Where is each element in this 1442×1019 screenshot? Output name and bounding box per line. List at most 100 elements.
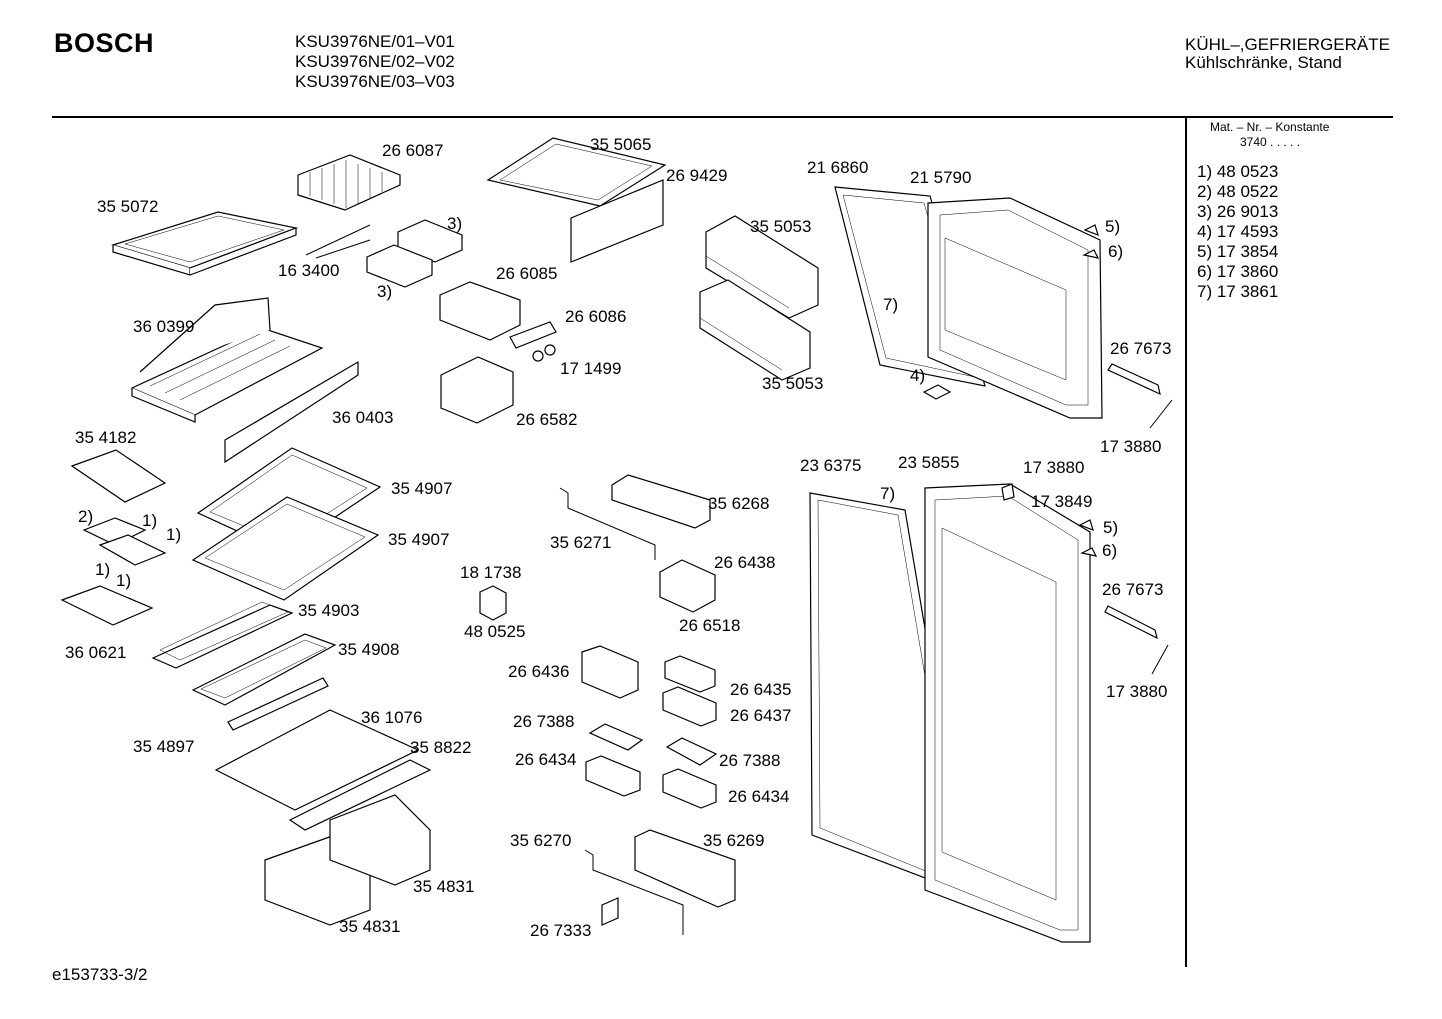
part-361076 — [214, 709, 420, 811]
part-215790-door — [927, 197, 1103, 419]
part-label: 35 5072 — [97, 197, 159, 216]
part-354908 — [191, 633, 337, 706]
part-label: 36 1076 — [361, 708, 423, 727]
part-label: 23 6375 — [800, 456, 862, 475]
part-label: 3) — [377, 282, 393, 301]
part-267388-right — [665, 737, 718, 766]
part-label: 26 6086 — [565, 307, 627, 326]
part-360621 — [60, 585, 154, 626]
part-label: 2) — [78, 507, 94, 526]
part-label: 5) — [1103, 518, 1119, 537]
part-354831-right — [329, 794, 431, 886]
part-266085 — [439, 281, 521, 341]
part-label: 35 4903 — [298, 601, 360, 620]
part-355053-lower — [699, 279, 811, 381]
legend-item: 2) 48 0522 — [1197, 182, 1279, 201]
part-label: 26 6085 — [496, 264, 558, 283]
part-label: 35 4182 — [75, 428, 137, 447]
part-267333 — [601, 897, 619, 926]
part-label: 35 8822 — [410, 738, 472, 757]
legend-item: 5) 17 3854 — [1197, 242, 1279, 261]
part-4-clip — [922, 384, 952, 400]
part-label: 17 3880 — [1023, 458, 1085, 477]
part-355053-upper — [705, 215, 819, 319]
part-266436 — [581, 645, 639, 699]
part-wire-shelf-355072 — [110, 211, 299, 276]
part-267673-upper — [1107, 363, 1161, 396]
legend-item: 7) 17 3861 — [1197, 282, 1279, 301]
part-label: 17 1499 — [560, 359, 622, 378]
part-label: 21 5790 — [910, 168, 972, 187]
part-354897 — [227, 677, 329, 731]
part-label: 26 6087 — [382, 141, 444, 160]
part-label: 1) — [142, 511, 158, 530]
part-360399 — [130, 297, 324, 423]
part-266437 — [662, 686, 717, 727]
part-5-clip-lower — [1078, 519, 1094, 531]
part-label: 35 6269 — [703, 831, 765, 850]
legend-item: 6) 17 3860 — [1197, 262, 1279, 281]
part-label: 26 6437 — [730, 706, 792, 725]
part-label: 35 6271 — [550, 533, 612, 552]
part-358822 — [288, 759, 432, 831]
part-label: 26 6434 — [515, 750, 577, 769]
part-269429 — [570, 179, 664, 263]
part-label: 26 6582 — [516, 410, 578, 429]
part-label: 6) — [1108, 242, 1124, 261]
drawing-code: e153733-3/2 — [52, 965, 148, 984]
part-171499-b — [544, 344, 556, 356]
part-dividers — [82, 517, 167, 566]
part-label: 35 6268 — [708, 494, 770, 513]
part-354907-lower — [191, 496, 380, 601]
part-label: 35 6270 — [510, 831, 572, 850]
part-266434-left — [585, 755, 641, 797]
part-266434-right — [662, 768, 717, 809]
part-label: 1) — [116, 571, 132, 590]
part-label: 26 6436 — [508, 662, 570, 681]
model-line-2: KSU3976NE/02–V02 — [295, 52, 455, 71]
part-label: 1) — [166, 525, 182, 544]
part-360403 — [224, 360, 359, 464]
part-label: 21 6860 — [807, 158, 869, 177]
part-label: 48 0525 — [464, 622, 526, 641]
part-label: 26 7673 — [1110, 339, 1172, 358]
part-label: 16 3400 — [278, 261, 340, 280]
part-label: 35 4908 — [338, 640, 400, 659]
model-line-3: KSU3976NE/03–V03 — [295, 72, 455, 91]
part-label: 26 9429 — [666, 166, 728, 185]
part-label: 7) — [883, 295, 899, 314]
part-266086 — [509, 321, 557, 349]
part-label: 17 3880 — [1106, 682, 1168, 701]
part-label: 26 7388 — [513, 712, 575, 731]
part-356271-rail — [559, 487, 656, 560]
part-6-clip-upper — [1082, 249, 1100, 259]
part-label: 17 3849 — [1031, 492, 1093, 511]
part-label: 35 4831 — [339, 917, 401, 936]
part-label: 18 1738 — [460, 563, 522, 582]
category-subtitle: Kühlschränke, Stand — [1185, 53, 1342, 72]
part-354903 — [151, 604, 294, 669]
part-label: 35 4897 — [133, 737, 195, 756]
part-label: 17 3880 — [1100, 437, 1162, 456]
part-266438 — [659, 559, 716, 613]
part-356270-rail — [584, 849, 684, 935]
legend-constant: 3740 . . . . . — [1240, 135, 1301, 149]
part-label: 23 5855 — [898, 453, 960, 472]
part-label: 26 6435 — [730, 680, 792, 699]
part-label: 35 5053 — [762, 374, 824, 393]
part-label: 26 7388 — [719, 751, 781, 770]
part-label: 1) — [95, 560, 111, 579]
part-266582 — [440, 356, 514, 424]
part-label: 4) — [910, 366, 926, 385]
part-355065 — [486, 137, 667, 207]
part-label: 26 6434 — [728, 787, 790, 806]
part-label: 35 4831 — [413, 877, 475, 896]
legend-item: 4) 17 4593 — [1197, 222, 1279, 241]
part-label: 35 4907 — [391, 479, 453, 498]
part-356269 — [634, 829, 736, 908]
legend-item: 3) 26 9013 — [1197, 202, 1279, 221]
part-5-clip-upper — [1083, 224, 1099, 236]
part-label: 7) — [880, 484, 896, 503]
part-181738 — [479, 585, 507, 621]
